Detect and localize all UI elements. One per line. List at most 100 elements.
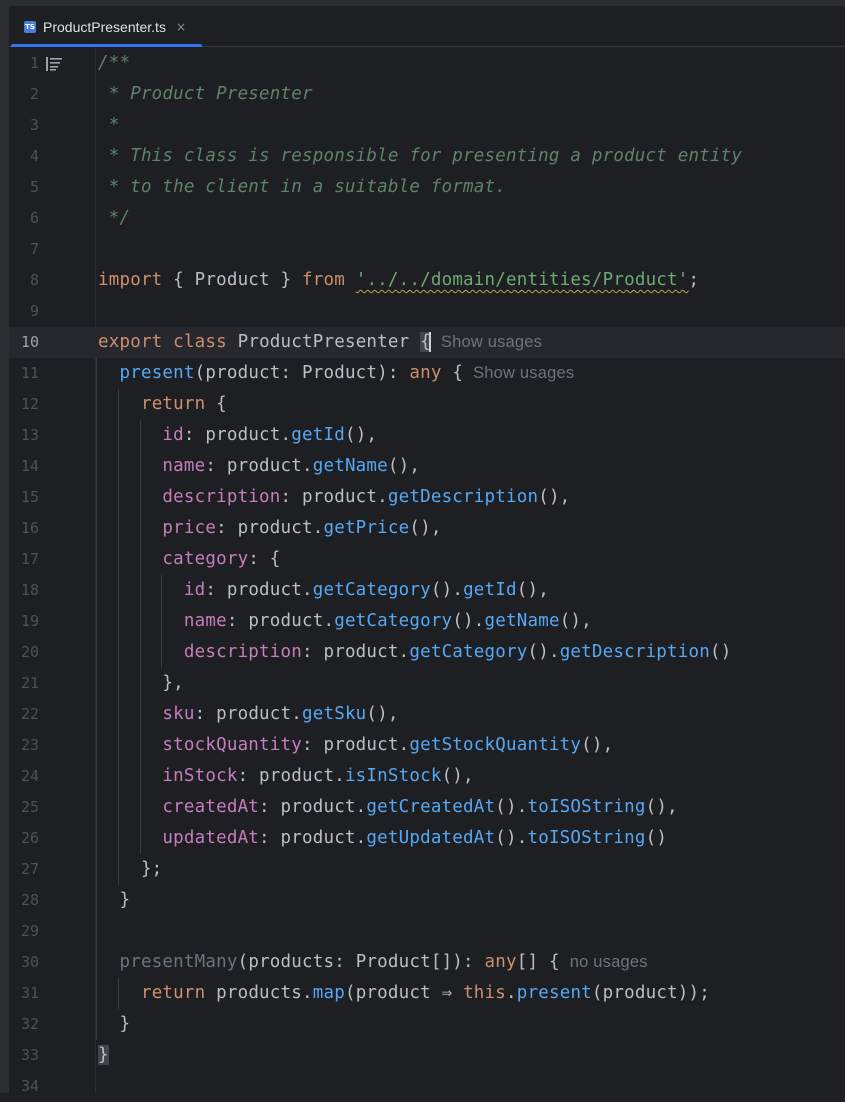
line-number[interactable]: 8 <box>29 271 39 289</box>
indent-guide <box>96 358 97 1040</box>
line-number[interactable]: 29 <box>20 922 39 940</box>
code-line[interactable]: 23 stockQuantity: product.getStockQuanti… <box>9 730 845 761</box>
code-text: description: product.getDescription(), <box>98 482 570 513</box>
code-token: */ <box>98 208 131 228</box>
code-token: '../../domain/entities/Product' <box>355 270 689 290</box>
line-number[interactable]: 15 <box>20 488 39 506</box>
line-number[interactable]: 22 <box>20 705 39 723</box>
code-token: (), <box>516 580 549 600</box>
line-number[interactable]: 13 <box>20 426 39 444</box>
show-usages-link[interactable]: Show usages <box>473 364 575 382</box>
line-number[interactable]: 34 <box>20 1077 39 1095</box>
close-icon[interactable]: × <box>175 19 187 34</box>
line-number[interactable]: 21 <box>20 674 39 692</box>
code-line[interactable]: 14 name: product.getName(), <box>9 451 845 482</box>
code-line[interactable]: 6 */ <box>9 203 845 234</box>
code-token: return <box>140 394 206 414</box>
code-token <box>345 270 356 290</box>
line-number[interactable]: 25 <box>20 798 39 816</box>
code-line[interactable]: 21 }, <box>9 668 845 699</box>
line-number[interactable]: 26 <box>20 829 39 847</box>
code-line[interactable]: 28 } <box>9 885 845 916</box>
line-number[interactable]: 17 <box>20 550 39 568</box>
line-number[interactable]: 24 <box>20 767 39 785</box>
line-number[interactable]: 18 <box>20 581 39 599</box>
code-token: getCategory <box>409 642 528 662</box>
code-token <box>98 456 162 476</box>
line-number[interactable]: 1 <box>29 54 39 72</box>
line-number[interactable]: 6 <box>29 209 39 227</box>
doc-comment-toggle-icon[interactable] <box>46 57 62 71</box>
code-line[interactable]: 15 description: product.getDescription()… <box>9 482 845 513</box>
code-token: ; <box>688 270 700 290</box>
code-line[interactable]: 20 description: product.getCategory().ge… <box>9 637 845 668</box>
code-token: (), <box>581 735 614 755</box>
code-line[interactable]: 19 name: product.getCategory().getName()… <box>9 606 845 637</box>
line-number[interactable]: 31 <box>20 984 39 1002</box>
code-token: : product. <box>226 611 335 631</box>
code-line[interactable]: 7 <box>9 234 845 265</box>
code-token: * <box>98 115 120 135</box>
line-number[interactable]: 19 <box>20 612 39 630</box>
code-line[interactable]: 3 * <box>9 110 845 141</box>
line-number[interactable]: 30 <box>20 953 39 971</box>
code-line[interactable]: 5 * to the client in a suitable format. <box>9 172 845 203</box>
code-token: { <box>205 394 227 414</box>
code-token: } <box>98 1014 131 1034</box>
code-line[interactable]: 31 return products.map(product ⇒ this.pr… <box>9 978 845 1009</box>
line-number[interactable]: 3 <box>29 116 39 134</box>
code-line[interactable]: 26 updatedAt: product.getUpdatedAt().toI… <box>9 823 845 854</box>
code-line[interactable]: 17 category: { <box>9 544 845 575</box>
code-text: } <box>98 885 130 916</box>
line-number[interactable]: 7 <box>29 240 39 258</box>
show-usages-link[interactable]: Show usages <box>440 333 543 351</box>
code-line[interactable]: 9 <box>9 296 845 327</box>
code-line[interactable]: 27 }; <box>9 854 845 885</box>
line-number[interactable]: 12 <box>20 395 39 413</box>
code-line[interactable]: 18 id: product.getCategory().getId(), <box>9 575 845 606</box>
line-number[interactable]: 27 <box>20 860 39 878</box>
line-number[interactable]: 14 <box>20 457 39 475</box>
tab-product-presenter[interactable]: TS ProductPresenter.ts × <box>10 6 202 48</box>
code-token: description <box>183 642 302 662</box>
code-token <box>98 704 162 724</box>
code-text: stockQuantity: product.getStockQuantity(… <box>98 730 613 761</box>
code-token: any <box>409 363 442 383</box>
code-line[interactable]: 4 * This class is responsible for presen… <box>9 141 845 172</box>
code-token: (). <box>452 611 485 631</box>
code-line[interactable]: 24 inStock: product.isInStock(), <box>9 761 845 792</box>
code-token <box>98 828 162 848</box>
line-number[interactable]: 16 <box>20 519 39 537</box>
line-number[interactable]: 32 <box>20 1015 39 1033</box>
line-number[interactable]: 9 <box>29 302 39 320</box>
code-line[interactable]: 34 <box>9 1071 845 1102</box>
code-line[interactable]: 12 return { <box>9 389 845 420</box>
line-number[interactable]: 28 <box>20 891 39 909</box>
code-token: (), <box>538 487 571 507</box>
code-line[interactable]: 11 present(product: Product): any {Show … <box>9 358 845 389</box>
code-token: toISOString <box>527 828 646 848</box>
line-number[interactable]: 33 <box>20 1046 39 1064</box>
code-line[interactable]: 13 id: product.getId(), <box>9 420 845 451</box>
code-line[interactable]: 25 createdAt: product.getCreatedAt().toI… <box>9 792 845 823</box>
code-line[interactable]: 22 sku: product.getSku(), <box>9 699 845 730</box>
code-line[interactable]: 32 } <box>9 1009 845 1040</box>
code-line[interactable]: 30 presentMany(products: Product[]): any… <box>9 947 845 978</box>
line-number[interactable]: 20 <box>20 643 39 661</box>
code-text: price: product.getPrice(), <box>98 513 442 544</box>
line-number[interactable]: 2 <box>29 85 39 103</box>
line-number[interactable]: 4 <box>29 147 39 165</box>
code-line[interactable]: 29 <box>9 916 845 947</box>
line-number[interactable]: 23 <box>20 736 39 754</box>
code-token: }; <box>98 859 163 879</box>
code-line[interactable]: 1/** <box>9 48 845 79</box>
line-number[interactable]: 5 <box>29 178 39 196</box>
code-line[interactable]: 2 * Product Presenter <box>9 79 845 110</box>
line-number[interactable]: 10 <box>20 333 39 351</box>
code-line[interactable]: 33} <box>9 1040 845 1071</box>
line-number[interactable]: 11 <box>20 364 39 382</box>
code-line[interactable]: 16 price: product.getPrice(), <box>9 513 845 544</box>
